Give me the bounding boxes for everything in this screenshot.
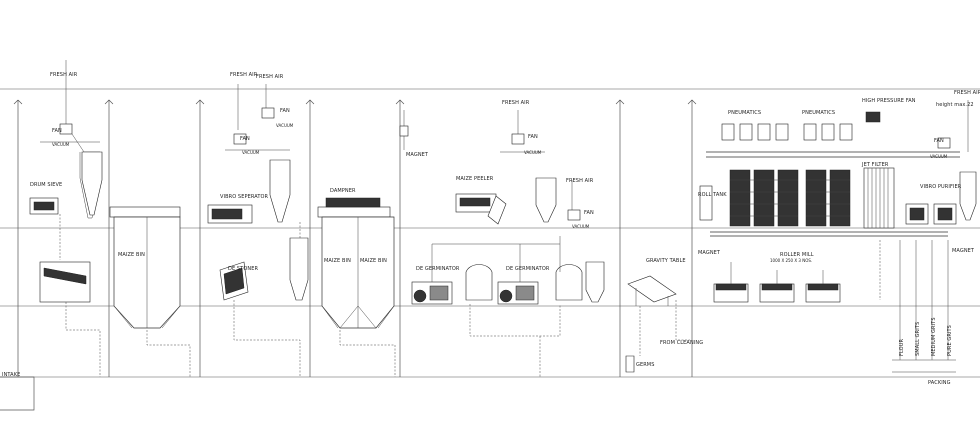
label-intake: INTAKE bbox=[2, 372, 20, 378]
label-from-cleaning: FROM CLEANING bbox=[660, 340, 703, 346]
label-vacuum-4: VACUUM bbox=[524, 150, 542, 155]
label-pneumatics-2: PNEUMATICS bbox=[802, 110, 835, 116]
label-roller-mill: ROLLER MILL bbox=[780, 252, 814, 258]
bay-1 bbox=[29, 60, 103, 377]
label-pure-grits: PURE GRITS bbox=[947, 325, 953, 356]
label-magnet-2: MAGNET bbox=[698, 250, 721, 256]
bay-4 bbox=[699, 100, 977, 373]
label-medium-grits: MEDIUM GRITS bbox=[931, 317, 937, 356]
label-maize-bin-1: MAIZE BIN bbox=[118, 252, 145, 258]
label-jet-filter: JET FILTER bbox=[861, 162, 889, 168]
label-magnet-1: MAGNET bbox=[406, 152, 429, 158]
bay-2 bbox=[207, 84, 309, 377]
label-fresh-air-3: FRESH AIR bbox=[256, 74, 284, 80]
label-vibro-seperator: VIBRO SEPERATOR bbox=[220, 194, 269, 200]
label-vacuum-1: VACUUM bbox=[52, 142, 70, 147]
label-fan-4: FAN bbox=[528, 134, 538, 140]
label-maize-peeler: MAIZE PEELER bbox=[456, 176, 494, 182]
de-germinator-1 bbox=[411, 281, 453, 305]
label-small-grits: SMALL GRITS bbox=[915, 322, 921, 356]
label-gravity-table: GRAVITY TABLE bbox=[646, 258, 686, 264]
label-vacuum-6: VACUUM bbox=[930, 154, 948, 159]
label-fresh-air-5: FRESH AIR bbox=[566, 178, 594, 184]
label-de-stoner: DE STONER bbox=[228, 266, 258, 272]
pneumatic-cyclones bbox=[721, 123, 853, 141]
label-high-pressure-fan: HIGH PRESSURE FAN bbox=[862, 98, 916, 104]
label-dampner: DAMPNER bbox=[330, 188, 356, 194]
label-maize-bin-3: MAIZE BIN bbox=[360, 258, 387, 264]
label-flour: FLOUR bbox=[899, 339, 905, 356]
label-fan-6: FAN bbox=[934, 138, 944, 144]
label-magnet-3: MAGNET bbox=[952, 248, 975, 254]
label-de-germinator-1: DE GERMINATOR bbox=[416, 266, 460, 272]
label-pneumatics-1: PNEUMATICS bbox=[728, 110, 761, 116]
labels: FRESH AIR FAN VACUUM DRUM SIEVE MAIZE BI… bbox=[2, 72, 980, 386]
label-drum-sieve: DRUM SIEVE bbox=[30, 182, 62, 188]
label-fan-2: FAN bbox=[280, 108, 290, 114]
label-vibro-purifier: VIBRO PURIFIER bbox=[920, 184, 962, 190]
fan-3 bbox=[233, 133, 247, 145]
label-roll-tank: ROLL TANK bbox=[698, 192, 727, 198]
fan-4 bbox=[511, 133, 525, 145]
plansifters bbox=[729, 169, 851, 227]
label-vacuum-2: VACUUM bbox=[276, 123, 294, 128]
label-fresh-air-6: FRESH AIR bbox=[954, 90, 980, 96]
label-fan-1: FAN bbox=[52, 128, 62, 134]
maize-bin-1 bbox=[109, 206, 191, 377]
label-fresh-air-4: FRESH AIR bbox=[502, 100, 530, 106]
fan-5 bbox=[567, 209, 581, 221]
roll-tank bbox=[699, 185, 713, 221]
label-packing: PACKING bbox=[928, 380, 951, 386]
label-vacuum-5: VACUUM bbox=[572, 224, 590, 229]
label-roller-mill-spec: 1000 X 250 X 3 NOS. bbox=[770, 258, 812, 263]
bay-3 bbox=[399, 110, 605, 377]
label-maize-bin-2: MAIZE BIN bbox=[324, 258, 351, 264]
roller-mills bbox=[713, 262, 841, 303]
high-pressure-fan bbox=[865, 111, 881, 123]
label-fan-3: FAN bbox=[240, 136, 250, 142]
label-germs: GERMS bbox=[636, 362, 655, 368]
dampner bbox=[317, 206, 391, 218]
label-fresh-air-2: FRESH AIR bbox=[230, 72, 258, 78]
maize-bins-2-3 bbox=[317, 197, 396, 377]
fan-1 bbox=[59, 123, 73, 135]
gravity-table bbox=[625, 275, 690, 373]
de-germinator-2 bbox=[497, 281, 539, 305]
jet-filter bbox=[863, 167, 895, 229]
label-fresh-air-1: FRESH AIR bbox=[50, 72, 78, 78]
label-vacuum-3: VACUUM bbox=[242, 150, 260, 155]
fan-6 bbox=[937, 137, 951, 149]
fan-2 bbox=[261, 107, 275, 119]
label-height-note: height max.22 bbox=[936, 102, 974, 108]
label-fan-5: FAN bbox=[584, 210, 594, 216]
label-de-germinator-2: DE GERMINATOR bbox=[506, 266, 550, 272]
